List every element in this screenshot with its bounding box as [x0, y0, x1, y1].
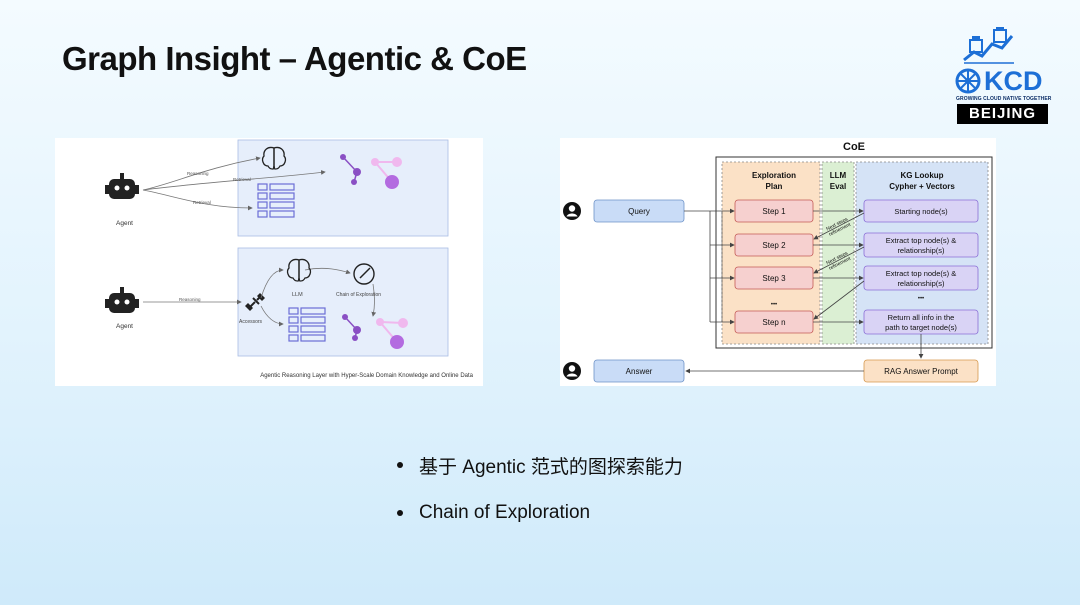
bullet-item: 基于 Agentic 范式的图探索能力 — [397, 450, 683, 480]
step-1-label: Step 1 — [762, 207, 786, 216]
bullet-dot — [397, 510, 403, 516]
step-n-label: Step n — [762, 318, 785, 327]
bullet-dot — [397, 462, 403, 468]
kg-starting-nodes-box — [863, 199, 979, 223]
agent-label-top: Agent — [116, 220, 133, 227]
brain-icon — [286, 258, 312, 282]
llm-label: LLM — [292, 292, 303, 298]
logo-tagline: GROWING CLOUD NATIVE TOGETHER — [956, 96, 1052, 102]
graph-nodes-icon — [340, 154, 402, 189]
llm-eval-header: LLM — [830, 171, 847, 180]
agent-label-bottom: Agent — [116, 323, 133, 330]
kg-extract-label-1b: relationship(s) — [897, 246, 945, 255]
logo-city: BEIJING — [957, 104, 1048, 124]
coe-frame — [715, 156, 993, 349]
kg-extract-label-2b: relationship(s) — [897, 279, 945, 288]
agentic-reasoning-diagram: Agent Reasoning Retrieval Retrieval — [55, 138, 483, 386]
kg-starting-nodes-label: Starting node(s) — [894, 207, 948, 216]
retrieval-label-top-2: Retrieval — [193, 200, 211, 205]
kg-ellipsis: ••• — [918, 296, 924, 302]
step-3-label: Step 3 — [762, 274, 786, 283]
great-wall-icon — [963, 27, 1014, 64]
robot-icon — [105, 173, 139, 199]
bottom-knowledge-box — [237, 247, 449, 357]
compass-icon — [353, 263, 375, 285]
llm-eval-column — [821, 161, 855, 345]
user-icon — [563, 202, 581, 220]
reasoning-label-bottom: Reasoning — [179, 297, 201, 302]
left-diagram-caption: Agentic Reasoning Layer with Hyper-Scale… — [260, 373, 473, 379]
kg-return-label-a: Return all info in the — [888, 313, 955, 322]
kg-lookup-header: KG Lookup — [900, 171, 943, 180]
llm-eval-header-2: Eval — [830, 182, 846, 191]
kg-return-label-b: path to target node(s) — [885, 323, 957, 332]
step-2-label: Step 2 — [762, 241, 786, 250]
logo-brand: KCD — [984, 66, 1043, 96]
table-icon — [288, 307, 326, 342]
graph-nodes-icon — [342, 314, 408, 349]
plug-icon — [245, 293, 265, 311]
bullet-text: 基于 Agentic 范式的图探索能力 — [419, 456, 683, 478]
bullet-list: 基于 Agentic 范式的图探索能力 Chain of Exploration — [397, 450, 683, 546]
query-label: Query — [628, 207, 650, 216]
exploration-header: Exploration — [752, 171, 796, 180]
retrieval-label-top-1: Retrieval — [233, 177, 251, 182]
kcd-logo: KCD GROWING CLOUD NATIVE TOGETHER BEIJIN… — [952, 26, 1052, 126]
kg-lookup-header-2: Cypher + Vectors — [889, 182, 955, 191]
table-icon — [257, 183, 295, 218]
bullet-item: Chain of Exploration — [397, 498, 683, 528]
robot-icon — [105, 287, 139, 313]
coe-title: CoE — [843, 141, 865, 153]
slide-title: Graph Insight – Agentic & CoE — [62, 40, 527, 77]
kg-extract-label-1a: Extract top node(s) & — [886, 236, 956, 245]
exploration-header-2: Plan — [766, 182, 783, 191]
coe-diagram: CoE Exploration Plan LLM Eval KG Lookup … — [560, 138, 996, 386]
rag-answer-prompt-label: RAG Answer Prompt — [884, 367, 959, 376]
accessors-label: Accessors — [239, 319, 263, 325]
helm-icon — [955, 68, 981, 94]
bullet-text: Chain of Exploration — [419, 502, 591, 523]
chain-of-exploration-label: Chain of Exploration — [336, 292, 381, 298]
kg-extract-label-2a: Extract top node(s) & — [886, 269, 956, 278]
kg-extract-box-2 — [863, 265, 979, 291]
answer-label: Answer — [626, 367, 653, 376]
user-icon — [563, 362, 581, 380]
reasoning-label-top: Reasoning — [187, 171, 209, 176]
kg-extract-box-1 — [863, 232, 979, 258]
brain-icon — [261, 146, 287, 170]
step-ellipsis: ••• — [771, 302, 777, 308]
answer-box — [593, 359, 685, 383]
